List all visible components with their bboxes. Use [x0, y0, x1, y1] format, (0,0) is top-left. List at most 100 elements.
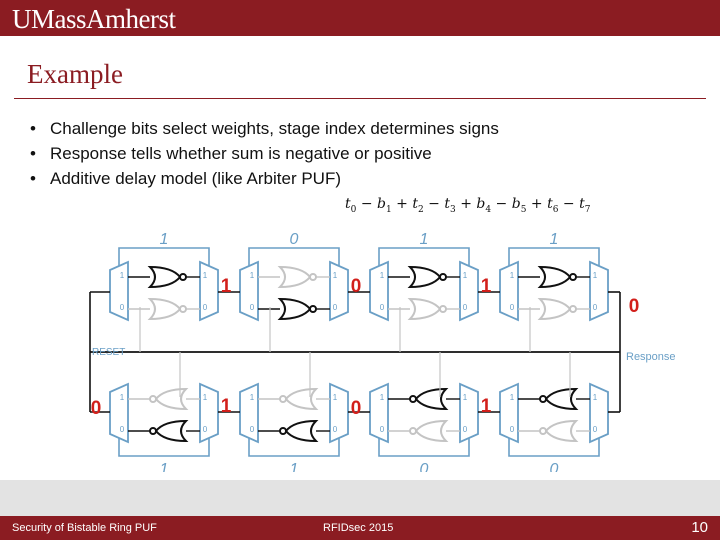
formula-term: t2: [412, 196, 424, 215]
mux: [239, 260, 259, 322]
challenge-wire: [118, 438, 210, 457]
mux-input-label: 1: [333, 393, 338, 402]
nor-bubble: [309, 305, 317, 313]
formula-term: b4: [476, 196, 492, 215]
mux: [329, 382, 349, 444]
challenge-wire: [378, 438, 470, 457]
nor-gate: [277, 265, 312, 289]
mux-input-label: 0: [593, 425, 598, 434]
reset-label: RESET: [92, 347, 125, 358]
mux: [459, 382, 479, 444]
challenge-wire: [508, 247, 600, 266]
mux: [239, 382, 259, 444]
nor-gate: [414, 387, 449, 411]
mux-input-label: 1: [463, 271, 468, 280]
nor-bubble: [539, 395, 547, 403]
mux: [329, 260, 349, 322]
bistable-ring-puf-diagram: 1010110100101011010110101101011010010100…: [89, 231, 676, 472]
mux-input-label: 1: [510, 271, 515, 280]
mux: [199, 260, 219, 322]
stage-bit: 1: [481, 396, 492, 417]
mux: [459, 260, 479, 322]
mux-input-label: 1: [250, 393, 255, 402]
formula-term: t7: [579, 196, 591, 215]
nor-bubble: [439, 305, 447, 313]
mux-input-label: 0: [203, 425, 208, 434]
nor-gate: [407, 265, 442, 289]
mux: [199, 382, 219, 444]
mux-input-label: 0: [120, 303, 125, 312]
nor-bubble: [179, 305, 187, 313]
nor-gate: [544, 419, 579, 443]
mux: [589, 382, 609, 444]
header-bar: UMassAmherst: [0, 0, 720, 36]
title-divider: [14, 98, 706, 99]
formula-operator: +: [455, 196, 477, 212]
mux: [109, 260, 129, 322]
mux-input-label: 0: [510, 303, 515, 312]
bullet-list: Challenge bits select weights, stage ind…: [30, 116, 499, 191]
nor-gate: [277, 297, 312, 321]
mux-input-label: 0: [333, 303, 338, 312]
formula-operator: −: [423, 196, 445, 212]
formula-operator: +: [391, 196, 413, 212]
nor-bubble: [149, 395, 157, 403]
mux-input-label: 0: [203, 303, 208, 312]
challenge-wire: [248, 247, 340, 266]
stage-bit: 1: [221, 396, 232, 417]
university-logo: UMassAmherst: [12, 4, 176, 34]
bullet-item: Challenge bits select weights, stage ind…: [30, 116, 499, 141]
formula-term: t3: [444, 196, 456, 215]
nor-bubble: [279, 427, 287, 435]
nor-gate: [147, 265, 182, 289]
mux-input-label: 0: [510, 425, 515, 434]
formula-operator: −: [356, 196, 378, 212]
mux-input-label: 0: [120, 425, 125, 434]
nor-gate: [537, 297, 572, 321]
stage-bit: 0: [91, 398, 102, 419]
formula-operator: −: [491, 196, 512, 212]
footer-band: [0, 480, 720, 516]
footer-title: Security of Bistable Ring PUF: [12, 522, 157, 534]
mux-input-label: 1: [203, 271, 208, 280]
nor-bubble: [279, 395, 287, 403]
stage-bit: 1: [221, 276, 232, 297]
response-label: Response: [626, 351, 676, 363]
nor-bubble: [539, 427, 547, 435]
mux-input-label: 1: [380, 271, 385, 280]
formula-operator: −: [558, 196, 580, 212]
mux-input-label: 1: [593, 271, 598, 280]
mux-input-label: 1: [380, 393, 385, 402]
mux: [369, 382, 389, 444]
mux-input-label: 0: [333, 425, 338, 434]
nor-gate: [284, 419, 319, 443]
mux-input-label: 1: [250, 271, 255, 280]
mux: [499, 382, 519, 444]
challenge-bit: 0: [290, 231, 299, 248]
nor-gate: [154, 419, 189, 443]
nor-bubble: [409, 395, 417, 403]
formula-term: t0: [345, 196, 357, 215]
mux: [589, 260, 609, 322]
mux-input-label: 0: [593, 303, 598, 312]
mux-input-label: 1: [593, 393, 598, 402]
nor-bubble: [149, 427, 157, 435]
mux-input-label: 0: [250, 425, 255, 434]
bullet-item: Additive delay model (like Arbiter PUF): [30, 166, 499, 191]
mux-input-label: 1: [463, 393, 468, 402]
mux: [369, 260, 389, 322]
formula-term: b1: [377, 196, 392, 215]
response-bit: 0: [629, 296, 640, 317]
nor-gate: [537, 265, 572, 289]
delay-formula: t0 − b1 + t2 − t3 + b4 − b5 + t6 − t7: [345, 196, 590, 215]
slide-title: Example: [27, 59, 123, 89]
mux-input-label: 0: [463, 425, 468, 434]
nor-gate: [154, 387, 189, 411]
formula-term: t6: [547, 196, 559, 215]
page-number: 10: [691, 519, 708, 536]
nor-bubble: [309, 273, 317, 281]
challenge-bit: 1: [290, 461, 299, 472]
formula-operator: +: [526, 196, 548, 212]
nor-bubble: [569, 273, 577, 281]
challenge-bit: 0: [550, 461, 559, 472]
